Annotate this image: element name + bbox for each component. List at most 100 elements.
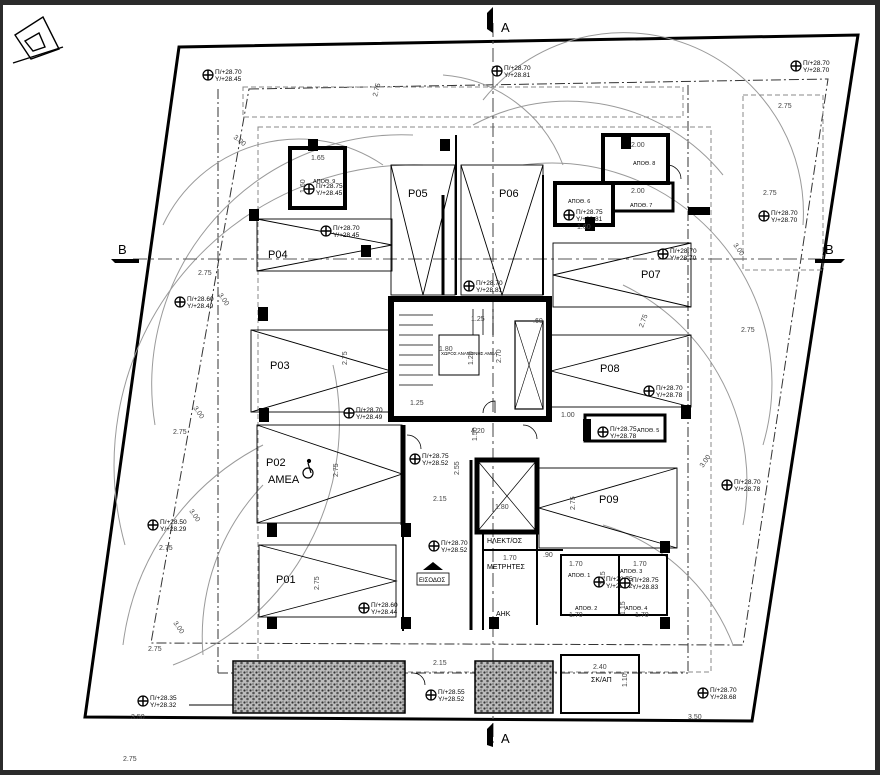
level-marker: Π/+28.60Υ/+28.49: [174, 296, 214, 310]
level-ground-value: Υ/+28.45: [215, 76, 242, 83]
level-marker-cross: [620, 578, 630, 588]
level-top-value: Π/+28.50: [160, 519, 187, 526]
dim-300-c: 3.00: [191, 405, 205, 420]
dim-160-b: 1.60: [300, 179, 307, 193]
level-marker-cross: [492, 66, 502, 76]
ahk-room-label: ΑΗΚ: [496, 611, 511, 618]
wheelchair-icon: [302, 458, 314, 479]
dim-300-f: 3.00: [699, 454, 713, 469]
section-label-b-left: B: [118, 242, 127, 257]
level-ground-value: Υ/+28.52: [606, 583, 633, 590]
dim-115-a: 1.15: [600, 571, 607, 585]
structural-columns: [249, 137, 710, 629]
dim-300-a: 3.00: [232, 134, 247, 148]
dim-170-c: 1.70: [633, 561, 647, 568]
storage-9-label: ΑΠΟΘ. 9: [313, 179, 335, 185]
level-top-value: Π/+28.75: [632, 577, 659, 584]
level-ground-value: Υ/+28.52: [422, 460, 449, 467]
grid-outlines: [242, 86, 824, 673]
level-top-value: Π/+28.75: [606, 576, 633, 583]
parking-p07: P07: [641, 269, 661, 281]
parking-p09: P09: [599, 494, 619, 506]
parking-p08: P08: [600, 363, 620, 375]
storage-labels: ΑΠΟΘ. 9 ΑΠΟΘ. 8 ΑΠΟΘ. 6 ΑΠΟΘ. 7 ΑΠΟΘ. 5 …: [313, 161, 659, 612]
level-marker: Π/+28.70Υ/+28.78: [721, 479, 761, 493]
dim-170-e: 1.70: [635, 612, 649, 619]
dim-180-a: 1.80: [439, 346, 453, 353]
level-marker-cross: [203, 70, 213, 80]
level-marker: Π/+28.75Υ/+28.81: [563, 209, 603, 223]
dim-275-d: 2.75: [159, 545, 173, 552]
storage-1-label: ΑΠΟΘ. 1: [568, 573, 590, 579]
level-marker: Π/+28.75Υ/+28.83: [619, 577, 659, 591]
level-marker-cross: [464, 281, 474, 291]
dim-275-n: 2.75: [570, 496, 577, 510]
parking-p02-accessible: ΑΜΕΑ: [268, 474, 300, 486]
level-marker: Π/+28.70Υ/+28.70: [790, 60, 830, 74]
level-ground-value: Υ/+28.52: [441, 547, 468, 554]
level-marker-cross: [564, 210, 574, 220]
dim-270: 2.70: [496, 349, 503, 363]
level-top-value: Π/+28.70: [734, 479, 761, 486]
level-top-value: Π/+28.70: [333, 225, 360, 232]
level-marker: Π/+28.60Υ/+28.44: [358, 602, 398, 616]
level-marker-cross: [658, 249, 668, 259]
section-line-a: A A: [487, 7, 510, 747]
level-marker-cross: [138, 696, 148, 706]
level-top-value: Π/+28.70: [771, 210, 798, 217]
level-marker: Π/+28.75Υ/+28.78: [597, 426, 637, 440]
dim-110: 1.10: [622, 673, 629, 687]
dim-160-a: 1.60: [577, 224, 591, 231]
level-top-value: Π/+28.35: [150, 695, 177, 702]
level-top-value: Π/+28.70: [441, 540, 468, 547]
dim-090: .90: [543, 552, 553, 559]
storage-6-label: ΑΠΟΘ. 6: [568, 199, 590, 205]
level-top-value: Π/+28.60: [187, 296, 214, 303]
storage-2-label: ΑΠΟΘ. 2: [575, 606, 597, 612]
level-marker: Π/+28.70Υ/+28.70: [758, 210, 798, 224]
entrance-arrow-icon: [423, 562, 443, 570]
parking-p03: P03: [270, 360, 290, 372]
refuse-room-label: ΣΚ/ΑΠ: [591, 677, 612, 684]
dim-275-i: 2.75: [763, 190, 777, 197]
dim-170-b: 1.70: [569, 561, 583, 568]
level-marker: Π/+28.70Υ/+28.49: [343, 407, 383, 421]
level-top-value: Π/+28.75: [576, 209, 603, 216]
level-ground-value: Υ/+28.45: [316, 190, 343, 197]
dim-275-l: 2.75: [314, 576, 321, 590]
level-marker: Π/+28.70Υ/+28.81: [491, 65, 531, 79]
dim-125-a: 1.25: [410, 400, 424, 407]
level-marker-cross: [321, 226, 331, 236]
dim-200-a: 2.00: [631, 142, 645, 149]
entrance-box: [416, 572, 450, 586]
level-top-value: Π/+28.75: [316, 183, 343, 190]
dim-275-j: 2.75: [778, 103, 792, 110]
section-label-a-top: A: [501, 20, 510, 35]
meters-room-label: ΜΕΤΡΗΤΕΣ: [487, 564, 525, 571]
stair-area-label: ΧΩΡΟΣ ΑΝΑΜΟΝΗΣ ΑΜΕΑ: [441, 351, 497, 356]
dim-275-b: 2.75: [198, 270, 212, 277]
parking-bays: [250, 164, 692, 618]
dim-170-a: 1.70: [503, 555, 517, 562]
level-ground-value: Υ/+28.81: [476, 287, 503, 294]
core-walls: [400, 135, 563, 631]
level-marker-cross: [698, 688, 708, 698]
level-ground-value: Υ/+28.70: [771, 217, 798, 224]
level-ground-value: Υ/+28.78: [734, 486, 761, 493]
parking-p01: P01: [276, 574, 296, 586]
level-marker-cross: [759, 211, 769, 221]
level-ground-value: Υ/+28.44: [371, 609, 398, 616]
entrance-label: ΕΙΣΟΔΟΣ: [419, 578, 445, 584]
level-marker-cross: [344, 408, 354, 418]
level-marker-cross: [359, 603, 369, 613]
level-marker-cross: [410, 454, 420, 464]
gravel-planter-left: [232, 660, 406, 714]
level-top-value: Π/+28.70: [710, 687, 737, 694]
level-ground-value: Υ/+28.83: [632, 584, 659, 591]
storage-3-label: ΑΠΟΘ. 3: [620, 569, 642, 575]
level-ground-value: Υ/+28.68: [710, 694, 737, 701]
storage-rooms: [288, 133, 675, 714]
dim-275-m: 2.75: [333, 463, 340, 477]
dim-275-a: 2.75: [372, 82, 382, 97]
floor-plan-sheet: A A B B ΧΩΡΟΣ: [3, 5, 875, 770]
